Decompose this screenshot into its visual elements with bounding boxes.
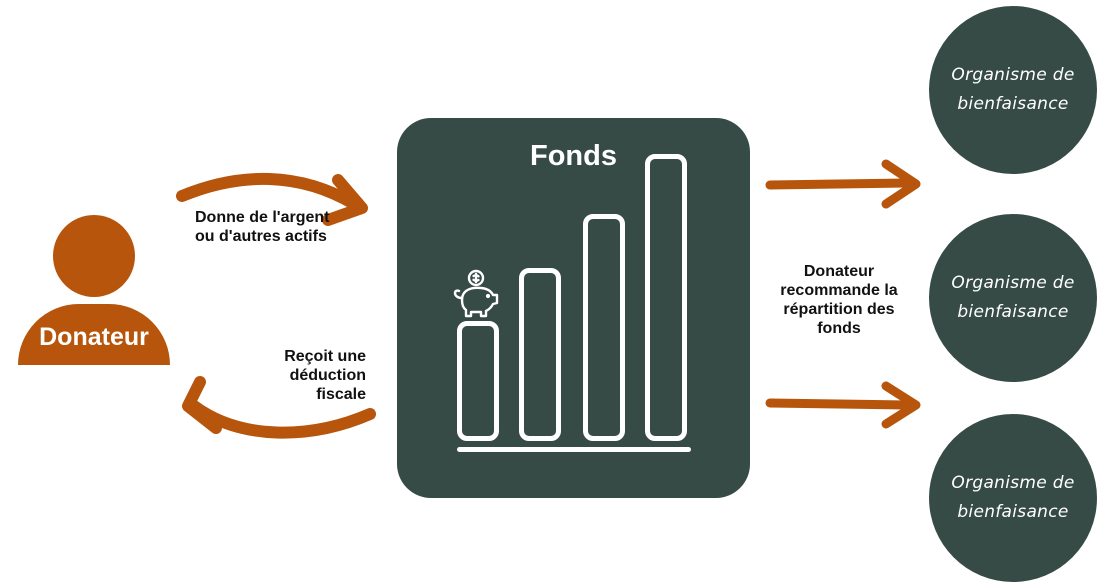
recommend-arrow-top	[765, 159, 921, 209]
chart-bar-4	[645, 154, 687, 441]
charity-label: Organisme de bienfaisance	[951, 65, 1075, 114]
donor-head	[53, 215, 135, 297]
charity-circle: Organisme de bienfaisance	[929, 6, 1097, 174]
piggy-bank-icon	[453, 269, 499, 318]
chart-baseline	[457, 447, 691, 452]
give-arrow	[176, 172, 368, 226]
charity-circle: Organisme de bienfaisance	[929, 214, 1097, 382]
chart-bar-1	[457, 321, 499, 441]
recommend-arrow-bottom	[765, 381, 921, 429]
recommend-label: Donateur recommande la répartition des f…	[780, 263, 898, 337]
give-label: Donne de l'argent ou d'autres actifs	[195, 209, 330, 245]
charity-label: Organisme de bienfaisance	[951, 473, 1075, 522]
chart-bar-2	[519, 268, 561, 441]
receive-label: Reçoit une déduction fiscale	[284, 348, 366, 403]
charity-circle: Organisme de bienfaisance	[929, 414, 1097, 582]
charity-label: Organisme de bienfaisance	[951, 273, 1075, 322]
donor-body: Donateur	[18, 304, 170, 365]
donor-label: Donateur	[39, 323, 149, 351]
fund-title: Fonds	[530, 140, 617, 172]
chart-bar-3	[583, 214, 625, 441]
donor-figure: Donateur	[18, 215, 170, 367]
fund-box: Fonds	[397, 118, 750, 498]
receive-arrow	[182, 376, 376, 439]
